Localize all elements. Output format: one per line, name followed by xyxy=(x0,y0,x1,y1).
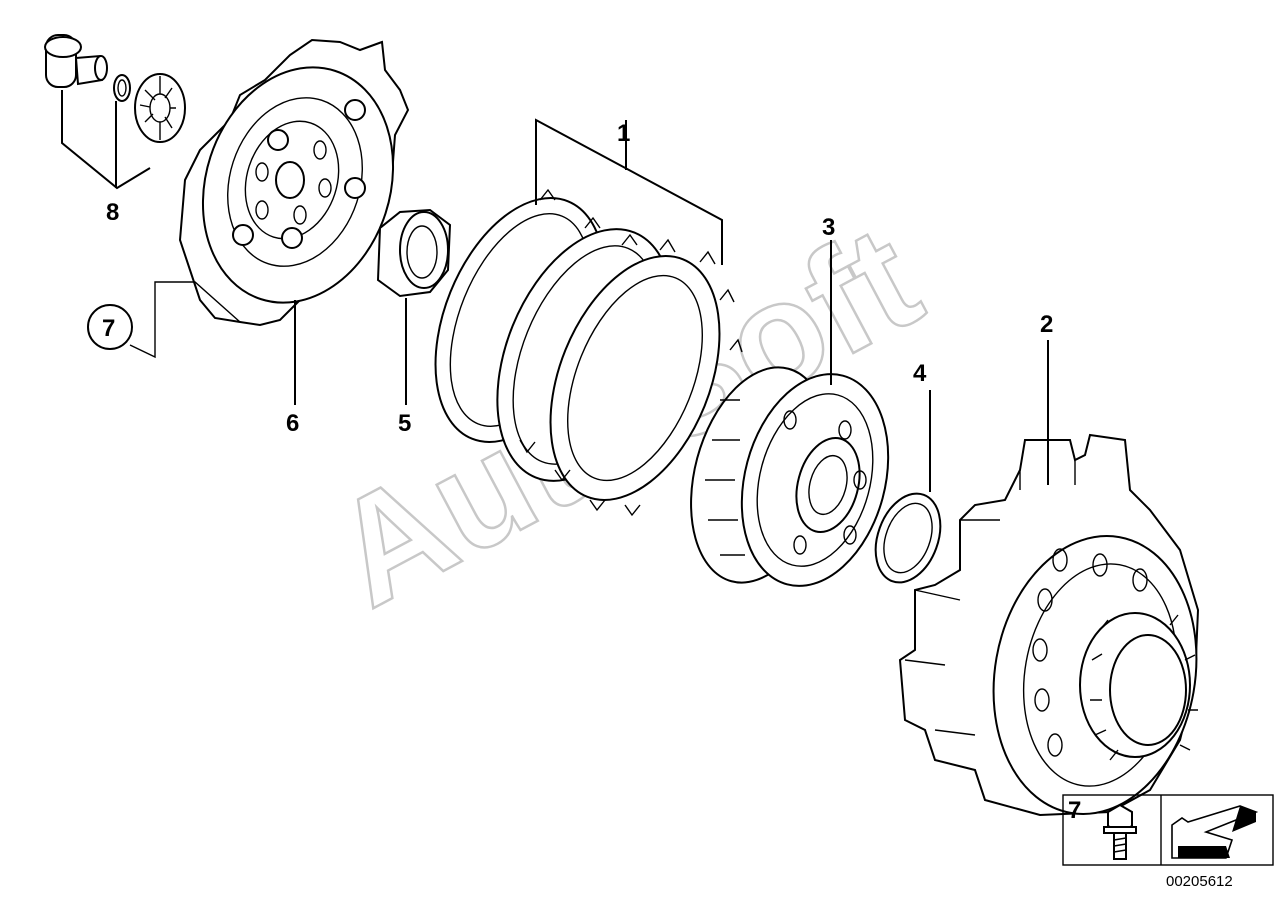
callout-3: 3 xyxy=(822,214,835,241)
direction-arrow-icon xyxy=(1171,805,1259,859)
callout-1: 1 xyxy=(617,120,630,147)
callout-6: 6 xyxy=(286,410,299,437)
leader-8 xyxy=(61,90,151,190)
bolt-icon xyxy=(1103,803,1137,860)
callout-2: 2 xyxy=(1040,311,1053,338)
part-4-circlip xyxy=(874,492,942,584)
part-8-pin-washer-set xyxy=(44,34,186,143)
callout-7: 7 xyxy=(102,315,115,342)
leader-1 xyxy=(535,118,723,265)
legend-frame xyxy=(1062,794,1274,866)
part-2-clutch-housing xyxy=(898,433,1200,817)
part-1-clutch-plates xyxy=(434,188,743,517)
callout-8: 8 xyxy=(106,199,119,226)
legend-number: 7 xyxy=(1068,797,1081,824)
callout-4: 4 xyxy=(913,360,927,387)
callout-5: 5 xyxy=(398,410,411,437)
leader-7 xyxy=(129,281,241,359)
diagram-number: 00205612 xyxy=(1166,873,1233,890)
part-6-pressure-plate xyxy=(178,38,410,327)
part-3-clutch-hub xyxy=(690,366,890,587)
callout-7-circle xyxy=(87,304,133,350)
legend-box: 7 xyxy=(1062,794,1274,866)
part-5-nut xyxy=(376,208,452,298)
